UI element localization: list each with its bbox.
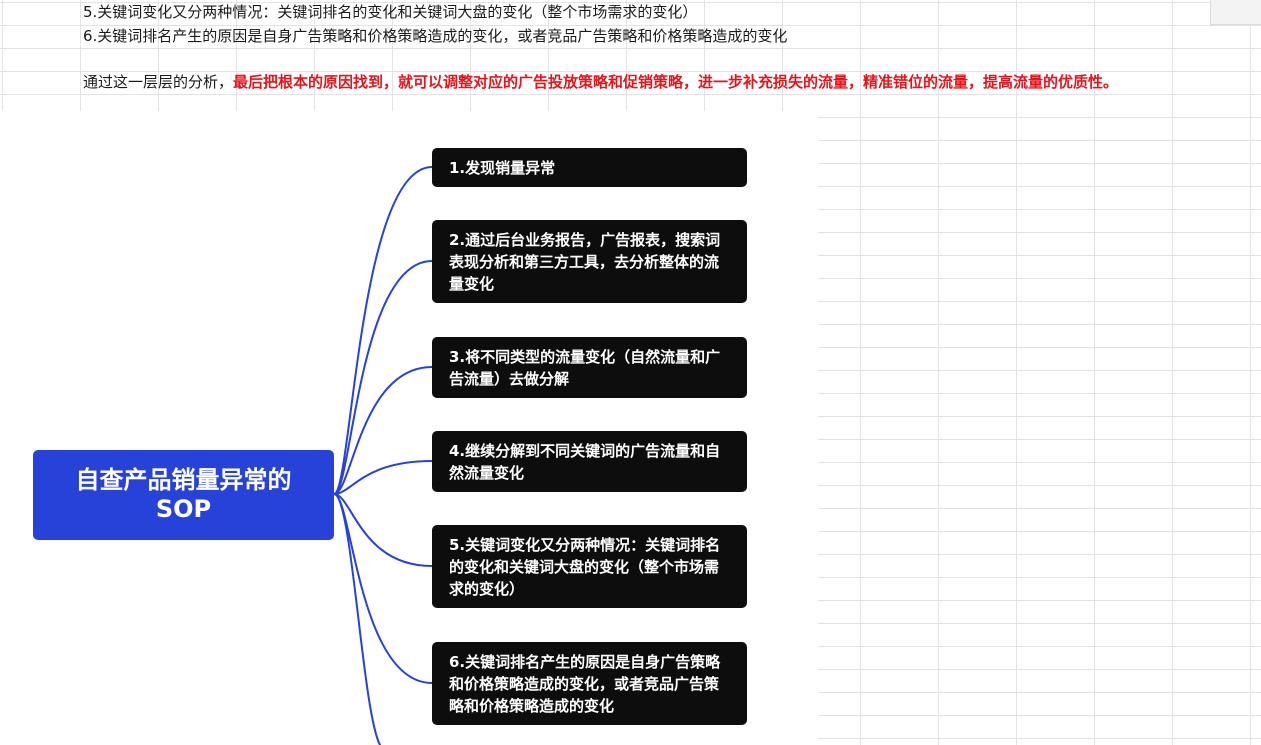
connector-4 — [333, 460, 433, 495]
node-2: 2.通过后台业务报告，广告报表，搜索词表现分析和第三方工具，去分析整体的流量变化 — [432, 220, 747, 303]
note-line-5[interactable]: 5.关键词变化又分两种情况：关键词排名的变化和关键词大盘的变化（整个市场需求的变… — [83, 3, 698, 21]
root-node: 自查产品销量异常的 SOP — [33, 450, 334, 540]
connector-5 — [333, 493, 433, 567]
connector-1 — [333, 166, 433, 495]
node-5: 5.关键词变化又分两种情况：关键词排名的变化和关键词大盘的变化（整个市场需求的变… — [432, 525, 747, 608]
mindmap-connectors — [333, 166, 433, 745]
mindmap-image[interactable]: 自查产品销量异常的 SOP 1.发现销量异常 2.通过后台业务报告，广告报表，搜… — [0, 111, 818, 745]
corner-tab[interactable] — [1210, 0, 1261, 25]
root-title-line2: SOP — [155, 495, 212, 523]
note-line-6[interactable]: 6.关键词排名产生的原因是自身广告策略和价格策略造成的变化，或者竞品广告策略和价… — [83, 27, 788, 45]
note-line-summary[interactable]: 通过这一层层的分析，最后把根本的原因找到，就可以调整对应的广告投放策略和促销策略… — [83, 72, 1118, 92]
connector-6 — [333, 493, 433, 684]
connector-3 — [333, 366, 433, 495]
node-3: 3.将不同类型的流量变化（自然流量和广告流量）去做分解 — [432, 337, 747, 398]
connector-7 — [333, 493, 381, 745]
node-6: 6.关键词排名产生的原因是自身广告策略和价格策略造成的变化，或者竞品广告策略和价… — [432, 642, 747, 725]
node-1: 1.发现销量异常 — [432, 148, 747, 187]
root-title-line1: 自查产品销量异常的 — [75, 466, 292, 494]
summary-highlight: 最后把根本的原因找到，就可以调整对应的广告投放策略和促销策略，进一步补充损失的流… — [233, 73, 1119, 91]
connector-2 — [333, 260, 433, 495]
summary-prefix: 通过这一层层的分析， — [83, 73, 234, 91]
node-4: 4.继续分解到不同关键词的广告流量和自然流量变化 — [432, 431, 747, 492]
